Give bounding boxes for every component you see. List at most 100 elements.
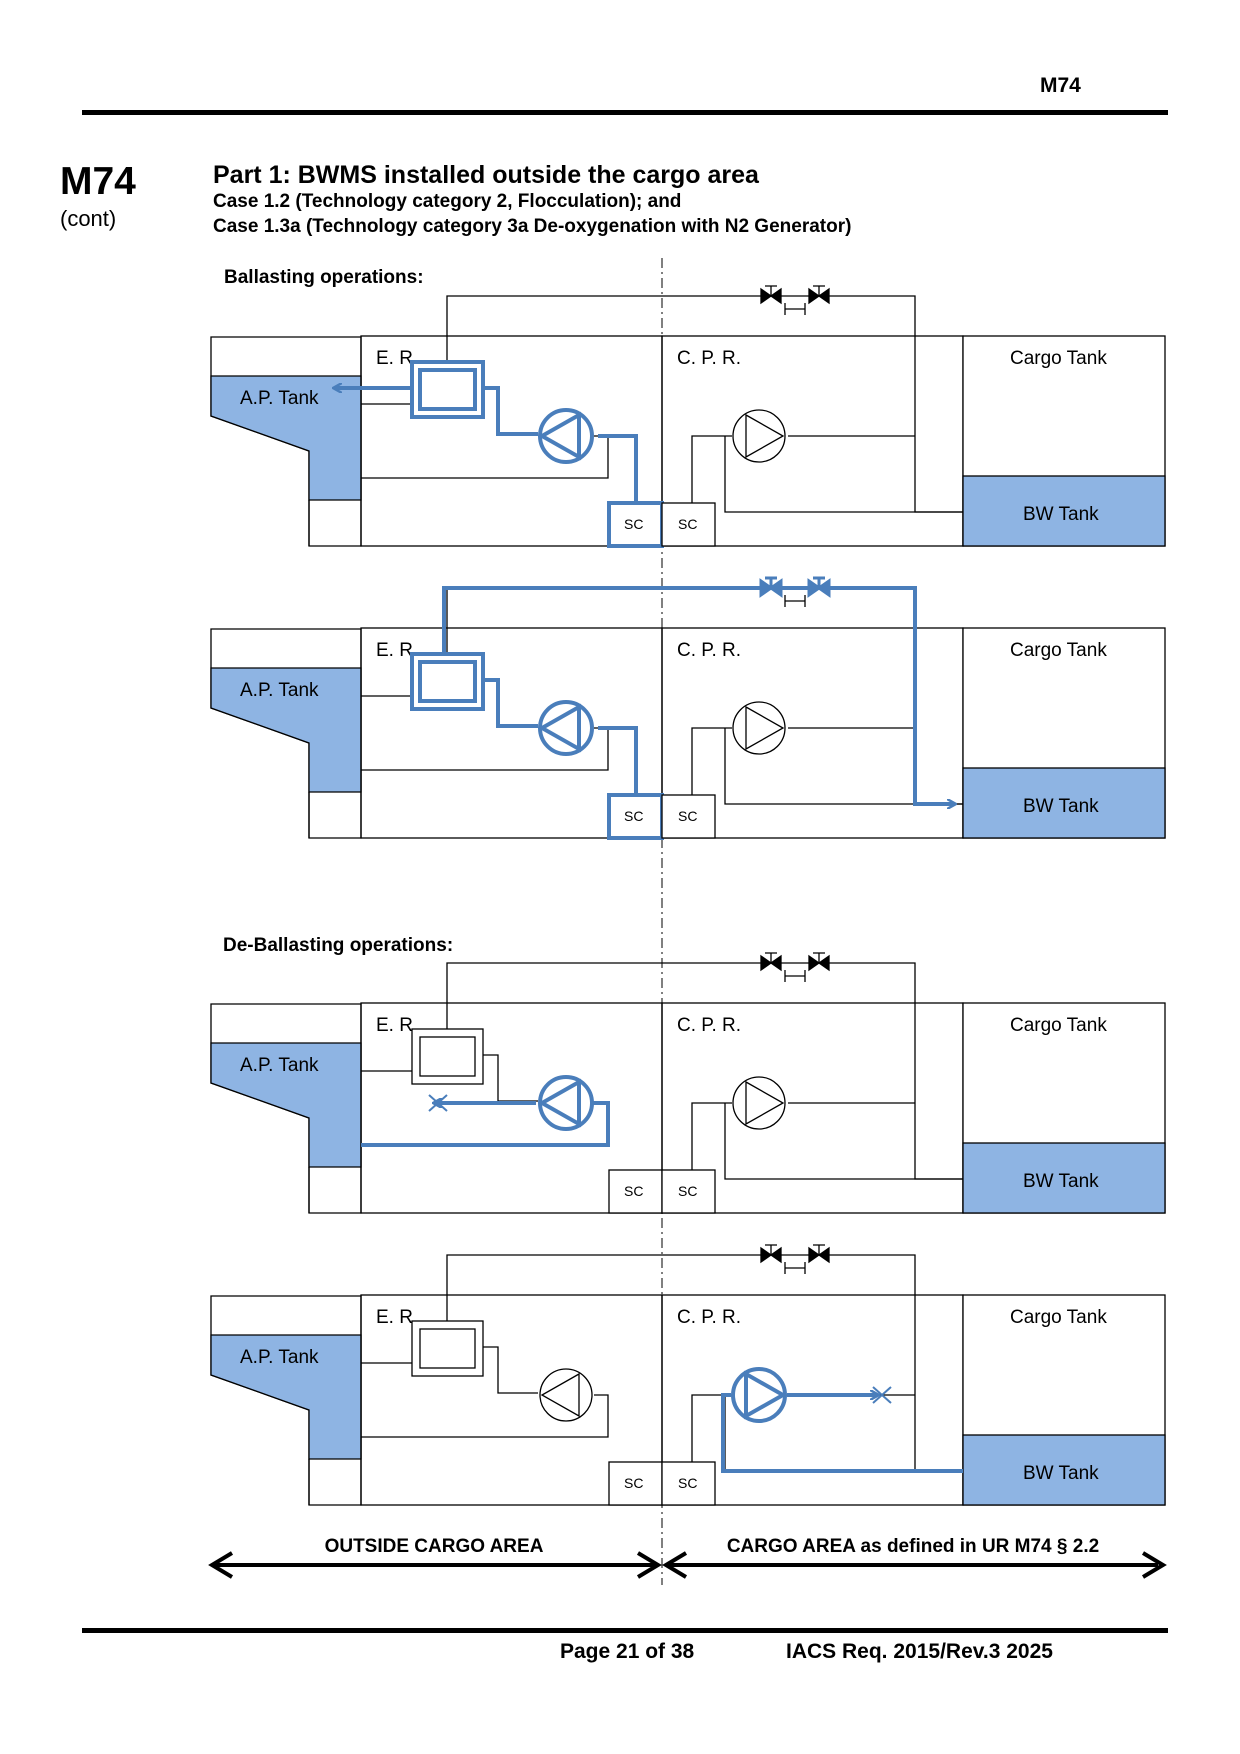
diagram-ballasting-bypass: A.P. Tank E. R. C. P. R. Cargo Tank BW TankS… [210,576,1166,840]
sc-label-cpr: SC [678,516,697,532]
pump-cpr [732,701,786,755]
pump-casing [731,1367,787,1423]
ballast-pump-er [537,700,594,756]
bypass-valve-1 [759,576,783,598]
flow-pump-to-bwms [483,678,538,728]
pump-casing [732,1076,786,1130]
pump-casing [538,408,594,464]
pump-impeller [540,1372,580,1418]
valve-stem [765,576,777,588]
bypass-valve-2 [808,1244,830,1264]
bw-tank-fill [962,767,1166,839]
pump-impeller [537,703,581,753]
valve-stem [813,576,825,588]
part-title: Part 1: BWMS installed outside the cargo… [213,161,759,189]
footer-revision: IACS Req. 2015/Rev.3 2025 [786,1640,1053,1663]
sc-label-cpr: SC [678,808,697,824]
er-treat-pipe [483,1346,538,1394]
ap-tank-label: A.P. Tank [240,680,319,701]
valve-stem [813,285,825,296]
bypass-valve-1 [760,1244,782,1264]
pump-casing [732,409,786,463]
pump-casing [538,700,594,756]
er-treat-pipe [483,679,538,727]
cpr-label: C. P. R. [677,640,741,661]
cpr-label: C. P. R. [677,1307,741,1328]
sc-label-er: SC [624,516,643,532]
bypass-pipe [446,587,963,805]
sc-label-cpr: SC [678,1475,697,1491]
cpr-return-pipe [724,1103,963,1180]
er-label: E. R. [376,640,418,661]
flow-ap-to-pump [361,1101,610,1147]
sea-chest-er [608,1461,663,1506]
cpr-suction-pipe [691,1102,732,1170]
bypass-valve-1 [760,285,782,305]
pump-cpr [731,1367,788,1423]
sea-chest-cpr [661,794,716,839]
flow-bw-to-pump [721,1393,963,1473]
sea-chest-cpr [661,1461,716,1506]
bypass-pipe [446,295,963,513]
sea-chest-cpr [661,1169,716,1214]
bypass-valve-2 [808,285,830,305]
cpr-label: C. P. R. [677,1015,741,1036]
pump-impeller [745,413,785,459]
valve-stem [765,1244,777,1255]
bwms-unit-inner [419,1036,476,1077]
ballast-pump-er [537,1075,594,1131]
pump-impeller [745,1080,785,1126]
cargo-tank-label: Cargo Tank [1010,1307,1107,1328]
sc-label-cpr: SC [678,1183,697,1199]
footer-page: Page 21 of 38 [560,1640,695,1663]
ballast-pump-er [537,408,594,464]
er-label: E. R. [376,1307,418,1328]
pump-cpr [732,409,786,463]
er-return-pipe [361,1394,609,1438]
area-arrows: OUTSIDE CARGO AREA CARGO AREA as defined… [208,1536,1167,1579]
pump-casing [538,1075,594,1131]
outlet-mark [428,1094,448,1112]
valve-stem [765,952,777,963]
section-ballasting: Ballasting operations: [224,267,424,288]
valve-stem [765,285,777,296]
case-line-1: Case 1.2 (Technology category 2, Floccul… [213,191,682,212]
cpr-return-pipe [724,728,963,805]
section-deballasting: De-Ballasting operations: [223,935,453,956]
side-code: M74 [60,160,136,203]
pump-casing [539,1368,593,1422]
bypass-pipe [446,1254,963,1472]
bw-tank-label: BW Tank [1023,1463,1099,1484]
cpr-label: C. P. R. [677,348,741,369]
outlet-mark [872,1386,892,1404]
sc-label-er: SC [624,808,643,824]
pump-impeller [537,1078,581,1128]
bwms-unit-outer [411,1320,484,1377]
sea-chest-cpr [661,502,716,547]
sc-label-er: SC [624,1475,643,1491]
header-code: M74 [1040,74,1081,97]
bw-tank-label: BW Tank [1023,504,1099,525]
cpr-suction-pipe [691,1394,732,1462]
pump-impeller [744,1370,788,1420]
er-treat-pipe [483,387,538,435]
bw-tank-label: BW Tank [1023,1171,1099,1192]
bw-tank-fill [962,475,1166,547]
cargo-tank-label: Cargo Tank [1010,348,1107,369]
side-cont: (cont) [60,206,117,231]
bw-tank-fill [962,1434,1166,1506]
bw-tank-label: BW Tank [1023,796,1099,817]
ballast-pump-er [539,1368,593,1422]
cargo-tank-label: Cargo Tank [1010,640,1107,661]
cargo-tank-label: Cargo Tank [1010,1015,1107,1036]
er-label: E. R. [376,1015,418,1036]
pump-impeller [537,411,581,461]
bypass-valve-1 [760,952,782,972]
sc-label-er: SC [624,1183,643,1199]
cpr-return-pipe [724,436,963,513]
overboard-outlet-er [428,1094,448,1112]
header-rule [82,110,1168,115]
